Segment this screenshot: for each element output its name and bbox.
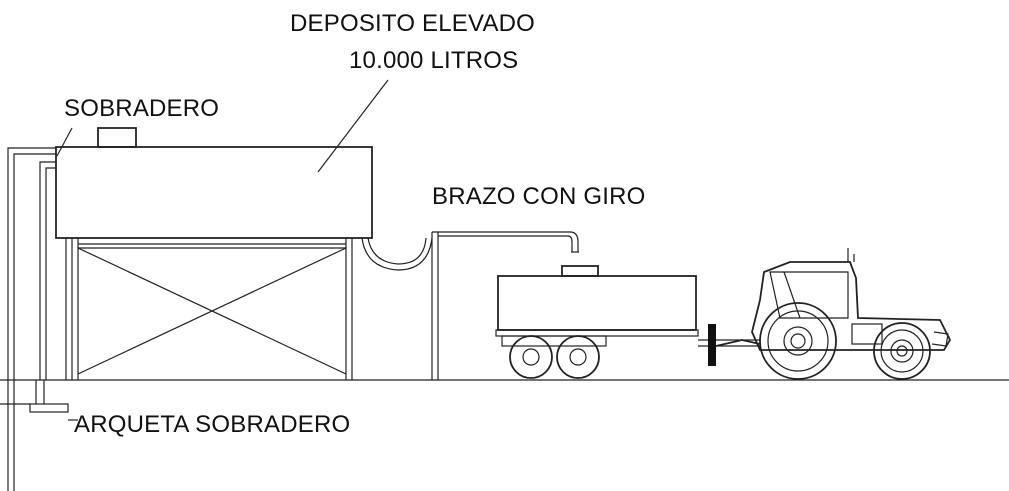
label-arqueta-sobradero: ARQUETA SOBRADERO bbox=[74, 411, 351, 438]
leader-deposito bbox=[317, 79, 389, 173]
leader-sobradero bbox=[56, 127, 73, 157]
label-deposito-elevado: DEPOSITO ELEVADO bbox=[290, 10, 536, 37]
elevated-tank bbox=[55, 127, 373, 239]
water-trailer bbox=[495, 265, 761, 379]
swivel-arm-pipe bbox=[361, 231, 579, 380]
overflow-pipe bbox=[7, 147, 56, 491]
label-sobradero: SOBRADERO bbox=[64, 95, 220, 122]
label-brazo-con-giro: BRAZO CON GIRO bbox=[432, 183, 646, 210]
arqueta-sobradero bbox=[0, 380, 78, 421]
tractor bbox=[751, 248, 952, 380]
label-capacity: 10.000 LITROS bbox=[349, 47, 519, 74]
tank-support-structure bbox=[65, 238, 353, 380]
